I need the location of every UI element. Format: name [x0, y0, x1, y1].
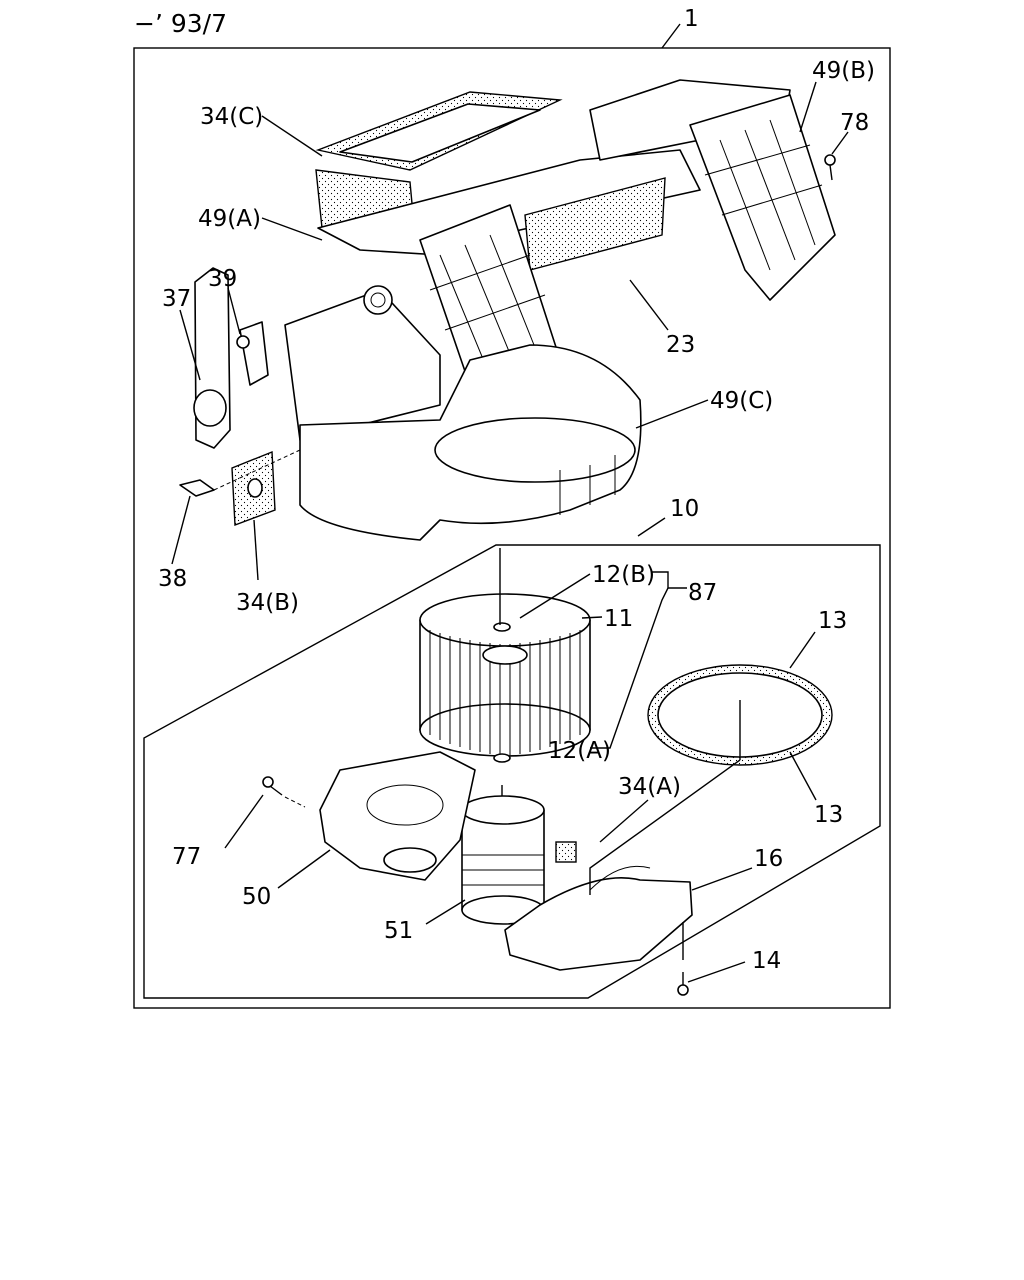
blower-case-housing — [284, 79, 836, 541]
blower-motor-51 — [461, 785, 545, 925]
washer-12a — [493, 753, 511, 763]
motor-plate-50 — [319, 751, 476, 881]
callout-49b: 49(B) — [812, 58, 875, 84]
callout-13-top: 13 — [818, 608, 847, 634]
callout-11: 11 — [604, 606, 633, 632]
callout-39: 39 — [208, 266, 237, 292]
callout-14: 14 — [752, 948, 781, 974]
callout-37: 37 — [162, 286, 191, 312]
panel-23 — [524, 177, 666, 271]
callout-23: 23 — [666, 332, 695, 358]
callout-16: 16 — [754, 846, 783, 872]
assembly-frame — [133, 47, 891, 1009]
callout-34c: 34(C) — [200, 104, 263, 130]
callout-38: 38 — [158, 566, 187, 592]
lever-39 — [239, 321, 269, 386]
washer-12b — [493, 622, 511, 632]
screw-77 — [262, 776, 306, 808]
blower-fan-11 — [419, 593, 591, 757]
callout-34a: 34(A) — [618, 774, 681, 800]
callout-50: 50 — [242, 884, 271, 910]
callout-13-bottom: 13 — [814, 802, 843, 828]
clip-38 — [179, 479, 215, 497]
callout-78: 78 — [840, 110, 869, 136]
screw-78 — [824, 154, 836, 181]
callout-49a: 49(A) — [198, 206, 261, 232]
callout-12a: 12(A) — [548, 738, 611, 764]
callout-1: 1 — [684, 6, 699, 32]
callout-77: 77 — [172, 844, 201, 870]
blower-subassembly-frame — [143, 544, 881, 999]
seal-34a — [555, 841, 577, 863]
callout-10: 10 — [670, 496, 699, 522]
callout-12b: 12(B) — [592, 562, 655, 588]
cover-16 — [504, 877, 693, 971]
callout-87: 87 — [688, 580, 717, 606]
left-small-parts — [179, 267, 301, 526]
callout-49c: 49(C) — [710, 388, 773, 414]
screw-14 — [677, 972, 689, 996]
date-range-label: −’ 93/7 — [134, 9, 227, 38]
callout-51: 51 — [384, 918, 413, 944]
callout-34b: 34(B) — [236, 590, 299, 616]
